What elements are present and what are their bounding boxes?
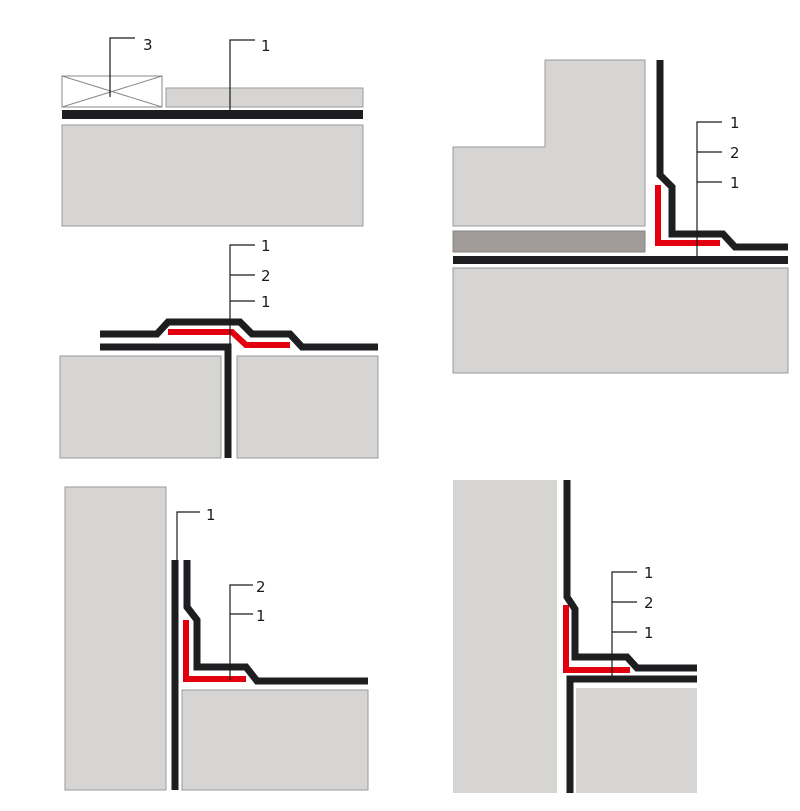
upper-membrane	[656, 60, 788, 251]
leader-line	[696, 121, 722, 260]
callout-label: 3	[143, 36, 153, 54]
callout-label: 1	[261, 37, 271, 55]
base-slab	[452, 267, 789, 374]
leader-line	[176, 511, 200, 560]
callout-label: 2	[261, 267, 271, 285]
callout-label: 1	[644, 624, 654, 642]
top-slab	[165, 87, 364, 108]
leader-line	[611, 571, 637, 678]
figure-wall-corner-connection: 1 2 1	[453, 480, 697, 793]
upper-membrane	[183, 560, 368, 685]
floor-slab	[181, 689, 369, 791]
leader-line	[229, 39, 255, 111]
callout-label: 1	[206, 506, 216, 524]
figure-wall-floor-upstand: 1 2 1	[452, 59, 789, 374]
left-slab	[59, 355, 222, 459]
wall-block	[453, 480, 557, 793]
callout-label: 2	[644, 594, 654, 612]
figure-wall-gap-connection: 1 2 1	[64, 486, 369, 791]
reinforcement-strip	[563, 605, 630, 673]
reinforcement-strip	[183, 620, 246, 682]
floor-slab	[576, 688, 697, 793]
lower-membrane	[566, 675, 697, 793]
leader-line	[229, 584, 253, 680]
leader-line	[109, 37, 135, 97]
callout-label: 1	[261, 237, 271, 255]
callout-label: 1	[730, 174, 740, 192]
cross-line	[61, 75, 163, 108]
wall-block	[64, 486, 167, 791]
callout-label: 1	[644, 564, 654, 582]
screed-layer	[452, 230, 646, 253]
base-membrane	[453, 256, 788, 264]
base-slab	[61, 124, 364, 227]
wall-block	[452, 59, 646, 227]
leader-line	[229, 244, 255, 345]
callout-label: 2	[730, 144, 740, 162]
upper-membrane	[563, 480, 697, 672]
callout-label: 1	[261, 293, 271, 311]
upper-membrane	[100, 318, 378, 351]
figure-expansion-joint: 1 2 1	[59, 237, 379, 459]
callout-label: 1	[256, 607, 266, 625]
reinforcement-strip	[655, 185, 720, 246]
figure-flat-joint: 3 1	[61, 36, 364, 227]
callout-label: 2	[256, 578, 266, 596]
reinforcement-strip	[168, 329, 290, 348]
callout-label: 1	[730, 114, 740, 132]
lower-membrane	[100, 343, 232, 458]
right-slab	[236, 355, 379, 459]
membrane-layer	[62, 110, 363, 119]
